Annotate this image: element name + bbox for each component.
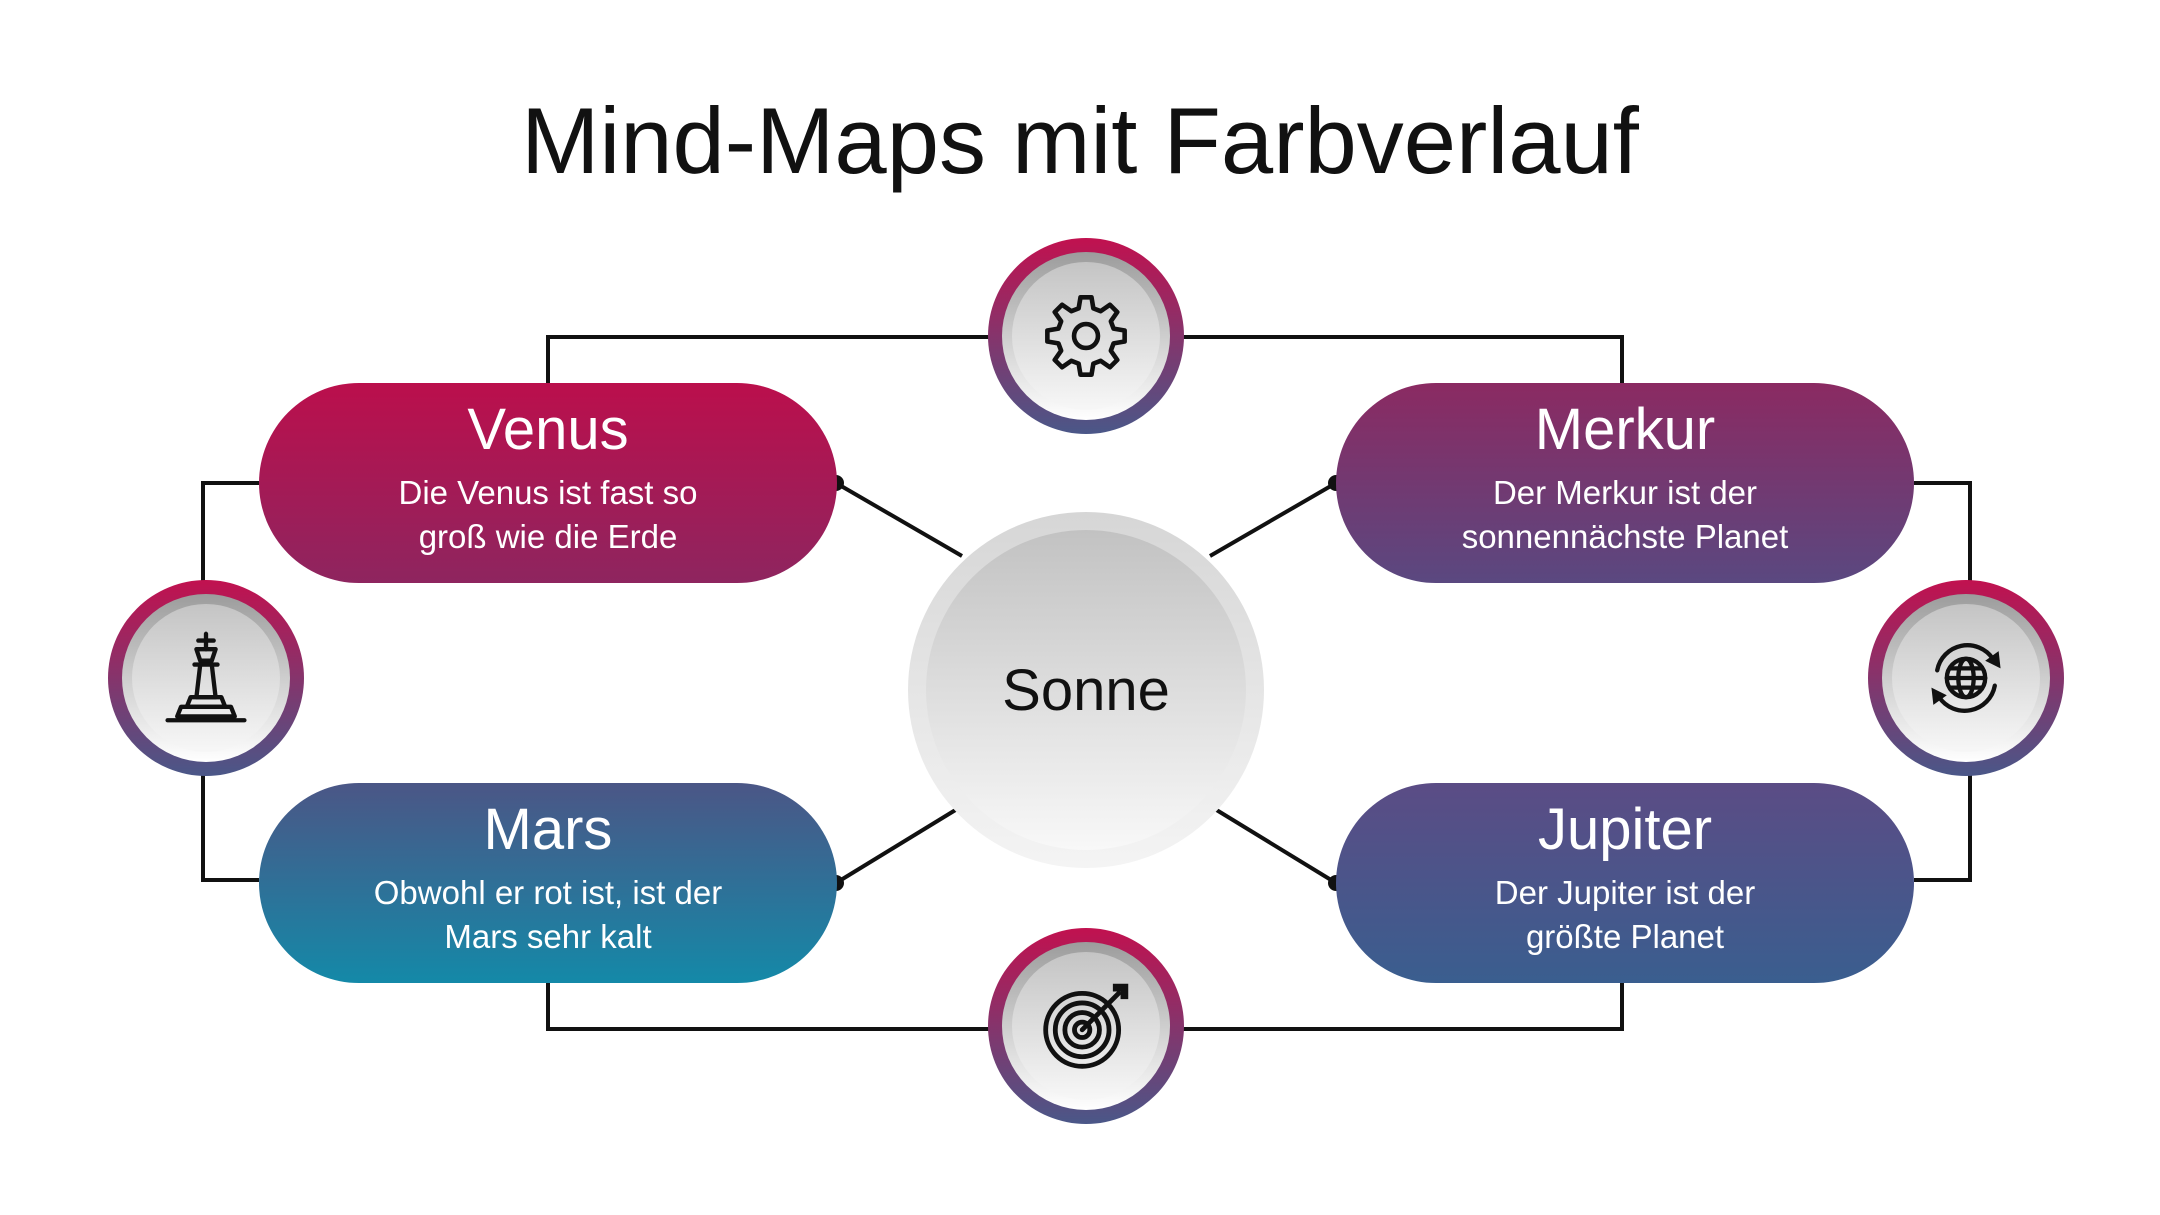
center-node: Sonne <box>908 512 1264 868</box>
node-merkur-title: Merkur <box>1534 397 1716 462</box>
globe-refresh-icon <box>1931 643 2001 713</box>
node-venus-text: Die Venus ist fast so groß wie die Erde <box>398 474 698 555</box>
node-venus-title: Venus <box>467 397 629 462</box>
node-merkur: Merkur Der Merkur ist der sonnennächste … <box>1336 383 1914 583</box>
chess-king-icon <box>165 631 247 723</box>
chess-king-icon-ring <box>108 580 304 776</box>
node-jupiter-title: Jupiter <box>1537 797 1713 862</box>
target-icon <box>1043 983 1129 1069</box>
node-jupiter-text: Der Jupiter ist der größte Planet <box>1494 874 1756 955</box>
center-label: Sonne <box>1002 657 1170 723</box>
node-jupiter: Jupiter Der Jupiter ist der größte Plane… <box>1336 783 1914 983</box>
page-title: Mind-Maps mit Farbverlauf <box>521 88 1639 193</box>
spoke-mars <box>834 804 964 885</box>
node-merkur-text: Der Merkur ist der sonnennächste Planet <box>1461 474 1789 555</box>
gear-icon-ring <box>988 238 1184 434</box>
node-venus: Venus Die Venus ist fast so groß wie die… <box>259 383 837 583</box>
spoke-jupiter <box>1208 804 1338 885</box>
node-mars-title: Mars <box>483 797 613 862</box>
target-icon-ring <box>988 928 1184 1124</box>
node-mars: Mars Obwohl er rot ist, ist der Mars seh… <box>259 783 837 983</box>
center-node-inner: Sonne <box>926 530 1246 850</box>
spoke-venus <box>834 481 964 558</box>
globe-refresh-icon-ring <box>1868 580 2064 776</box>
gear-icon <box>1045 295 1127 377</box>
node-mars-text: Obwohl er rot ist, ist der Mars sehr kal… <box>373 874 723 955</box>
spoke-merkur <box>1208 481 1338 558</box>
